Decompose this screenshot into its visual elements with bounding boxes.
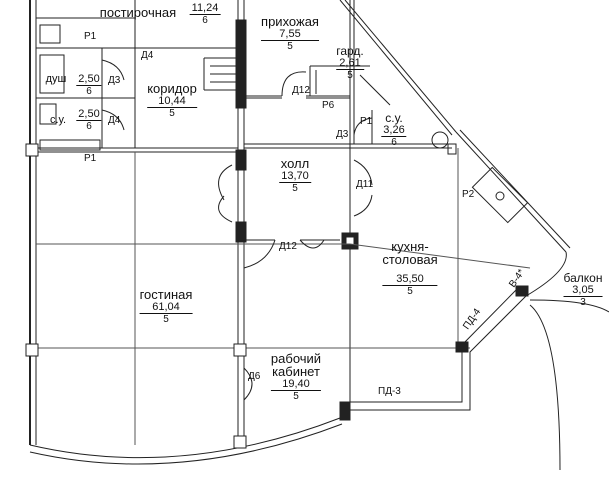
tag-d12-hall: Д12: [279, 241, 297, 252]
tag-d6: Д6: [248, 371, 261, 382]
tag-p6: Р6: [322, 100, 335, 111]
tag-p1-bottom: Р1: [84, 153, 97, 164]
tag-d3-wc: Д3: [336, 129, 349, 140]
tag-d11: Д11: [356, 179, 374, 190]
tag-p1-top: Р1: [84, 31, 97, 42]
tag-d12-entry: Д12: [292, 85, 310, 96]
room-label-laundry: постирочная: [99, 5, 177, 20]
tag-pd3: ПД-3: [378, 386, 401, 397]
tag-p2: Р2: [462, 189, 475, 200]
tag-p1-right: Р1: [360, 116, 373, 127]
tag-d4-top: Д4: [141, 50, 154, 61]
tag-d4-wc: Д4: [108, 115, 121, 126]
room-label-shower: душ: [45, 73, 67, 85]
tag-d3-shower: Д3: [108, 75, 121, 86]
room-label-wc-left: с.у.: [49, 114, 67, 126]
